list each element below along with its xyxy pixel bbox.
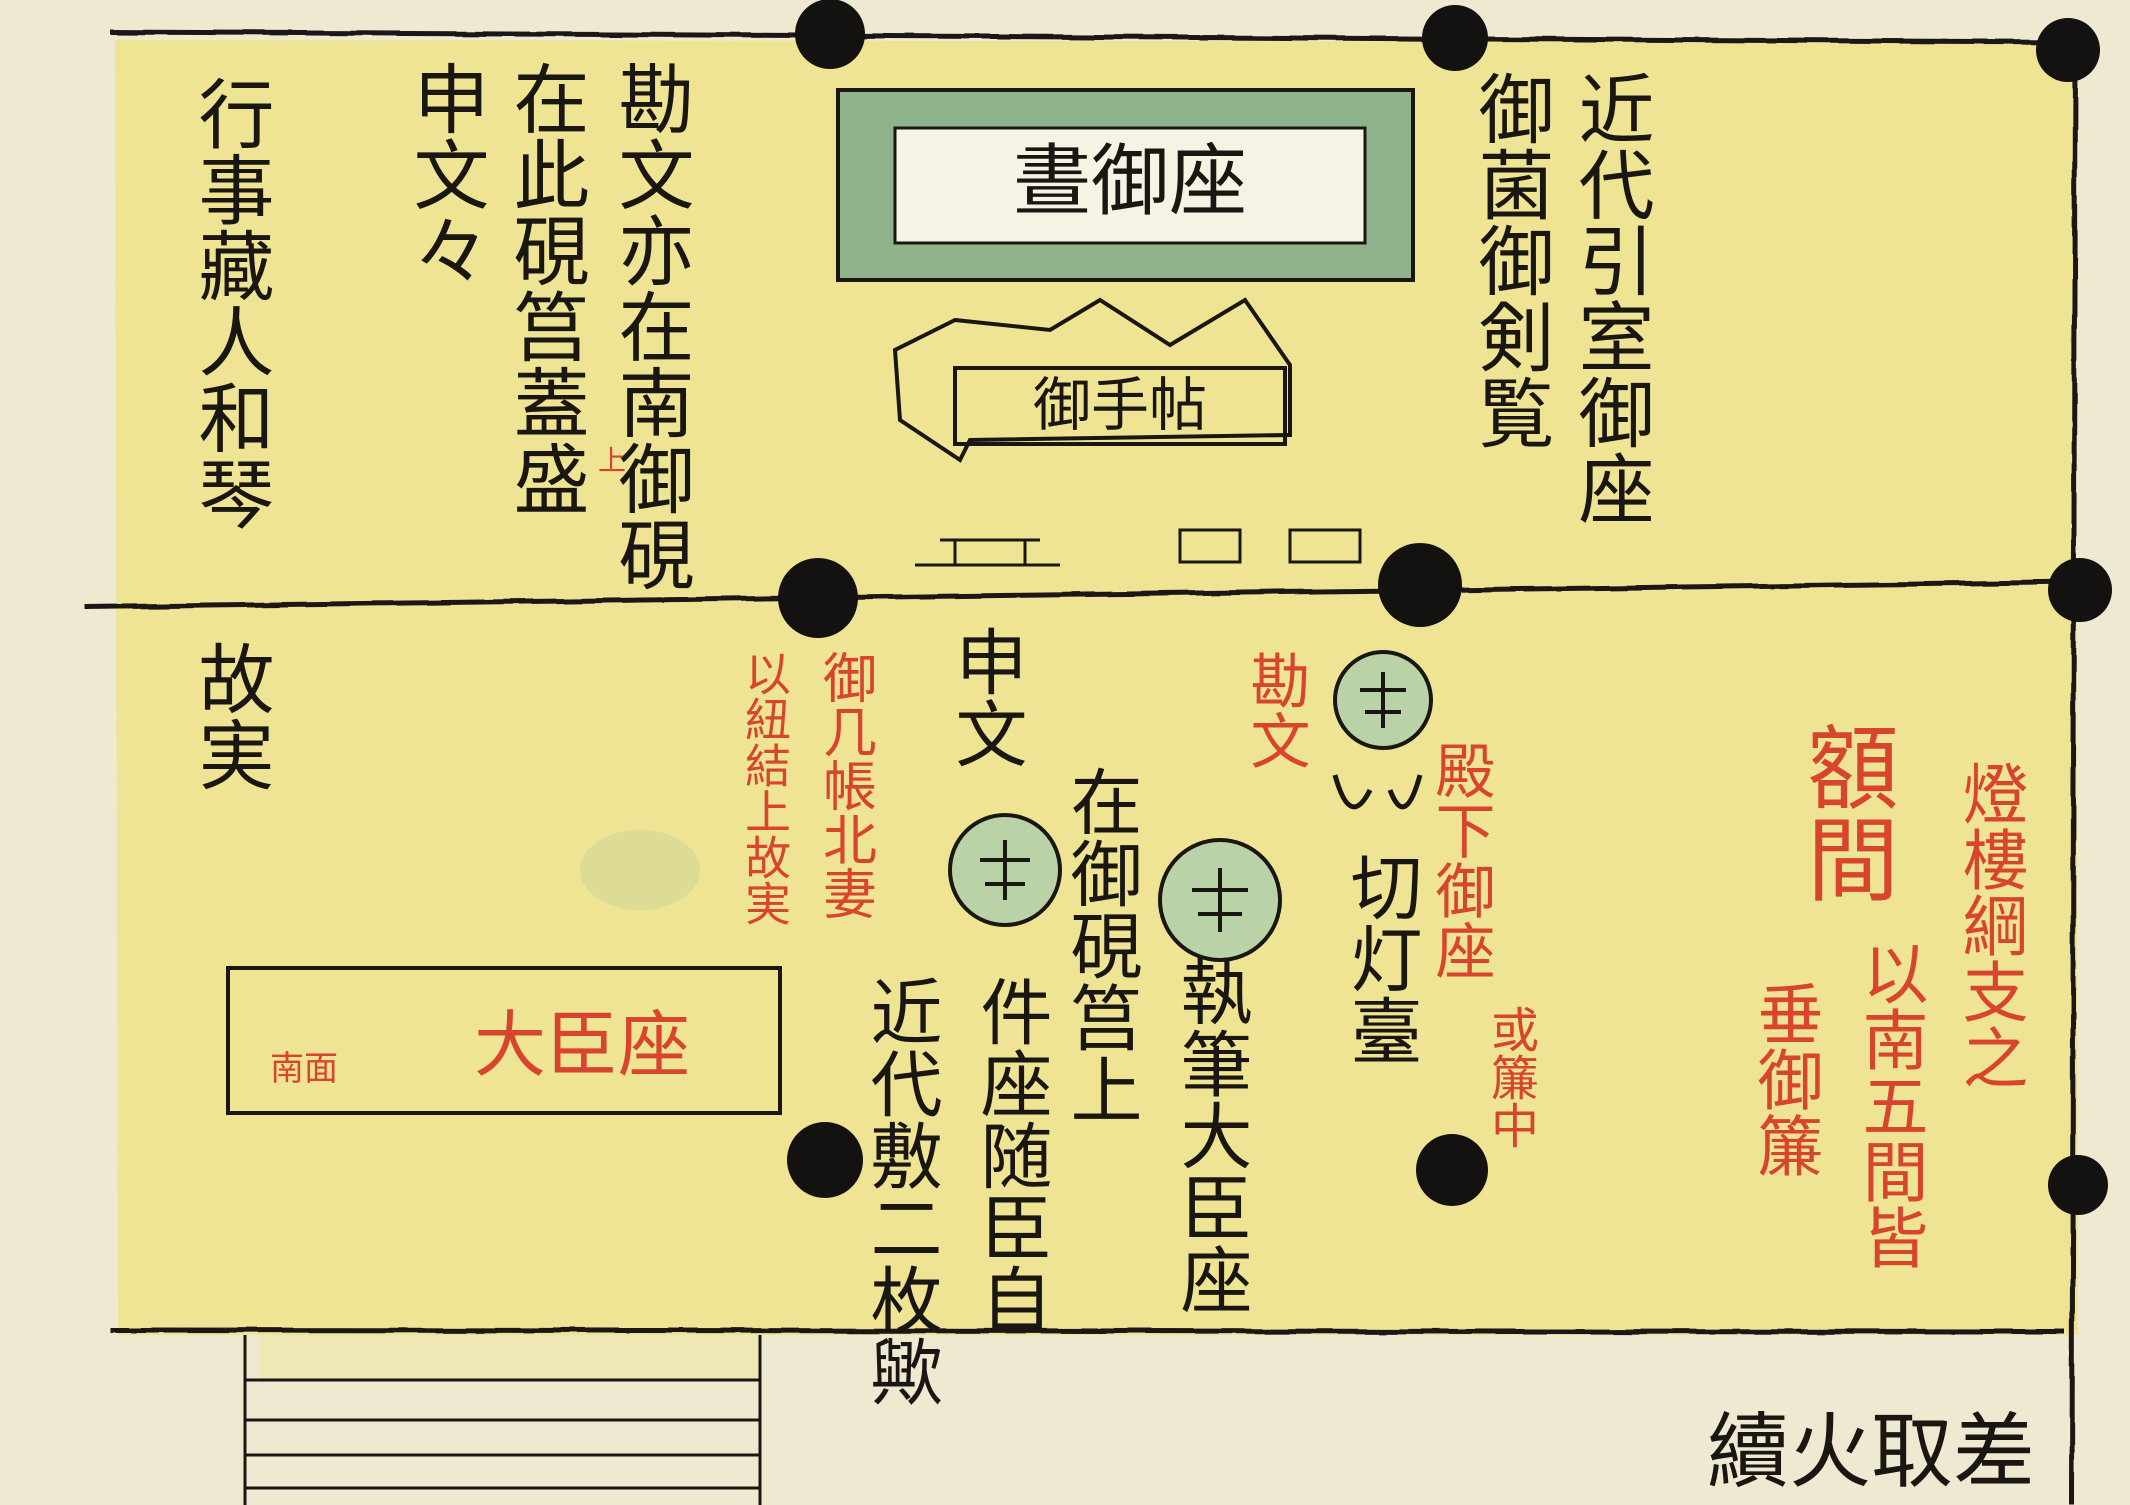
text-kindai: 近代敷二枚歟 [858, 975, 942, 1407]
right-edge-line [2069, 41, 2078, 1505]
utensil-box [1178, 528, 1242, 564]
small-utensils [915, 528, 1362, 567]
pillar-dot [1416, 1134, 1488, 1206]
minister-seat-note: 南面 [270, 1049, 338, 1089]
green-stain [580, 830, 700, 910]
text-top-right-2: 御菌御剣覧 [1466, 70, 1555, 450]
top-beam-line [109, 29, 2076, 45]
te-cho-label: 御手帖 [1033, 371, 1207, 439]
frame-lines [84, 29, 2081, 1505]
te-cho-box [892, 297, 1292, 463]
minister-seat-label: 大臣座 [474, 1003, 690, 1087]
bottom-beam-line [109, 1327, 2066, 1335]
text-red-gocho-1: 御几帳北妻 [814, 650, 877, 920]
round-cushion-icon [1333, 650, 1433, 750]
pillar-dot [2036, 18, 2100, 82]
text-zai-suzuri: 在御硯筥上 [1058, 765, 1142, 1125]
text-red-gocho-2: 以紐結上故実 [738, 650, 792, 926]
text-kirito: 切灯臺 [1338, 850, 1422, 1066]
yellow-wash-area [115, 40, 2078, 1335]
pillar-dot [2048, 1155, 2108, 1215]
imperial-day-seat: 晝御座 [836, 88, 1415, 282]
pillars [778, 0, 2112, 1215]
text-bottom-right: 續火取差 [1707, 1405, 2035, 1500]
text-shinbun: 申文 [943, 625, 1027, 769]
upper-notes: 行事藏人和琴 故実 勘文亦在南御硯 在此硯筥蓋盛 申文々 近代引室御座 御菌御剣… [186, 60, 1655, 792]
text-top-left-2: 故実 [186, 640, 275, 792]
utensil-box [1288, 528, 1362, 564]
text-red-denka: 殿下御座 [1425, 740, 1495, 980]
round-cushions [948, 650, 1433, 962]
text-top-mid-2: 在此硯筥蓋盛 [501, 60, 590, 516]
lower-notes: 申文 在御硯筥上 件座随臣自 近代敷二枚歟 執筆大臣座 切灯臺 [858, 625, 1422, 1407]
text-red-kanmon: 勘文 [1240, 650, 1310, 770]
text-red-toro-2: 以南五間皆 [1852, 940, 1929, 1270]
text-red-toro-1: 燈樓綱支之 [1952, 760, 2029, 1090]
pillar-dot [1422, 5, 1488, 71]
minister-seat-outline [226, 966, 782, 1115]
middle-beam-line [84, 579, 2081, 610]
text-top-right-1: 近代引室御座 [1566, 70, 1655, 526]
red-mark-top: 上 [598, 444, 626, 477]
red-notes: 勘文 殿下御座 或簾中 御几帳北妻 以紐結上故実 額間 燈樓綱支之 以南五間皆 … [738, 650, 2029, 1270]
pillar-dot [778, 558, 858, 638]
seat-cushion [893, 126, 1367, 245]
te-cho-inner [953, 366, 1287, 446]
text-red-toro-3: 垂御簾 [1747, 980, 1824, 1178]
text-top-mid-3: 申文々 [401, 60, 490, 288]
yellow-wash-lower [260, 1335, 760, 1380]
utensil-stand [915, 538, 1060, 567]
text-kenza: 件座随臣自 [968, 975, 1052, 1335]
text-shippitsu: 執筆大臣座 [1168, 955, 1252, 1315]
pillar-dot [795, 0, 865, 69]
text-red-aruiwa: 或簾中 [1482, 1005, 1538, 1149]
text-red-gakuma: 額間 [1792, 720, 1899, 904]
pillar-dot [2048, 558, 2112, 622]
imperial-seat-label: 晝御座 [1013, 137, 1247, 227]
stairs [243, 1335, 762, 1505]
lamp-stand-icon [1332, 774, 1423, 810]
text-top-mid-1: 勘文亦在南御硯 [606, 60, 695, 592]
round-cushion-icon [948, 813, 1062, 927]
text-top-left-1: 行事藏人和琴 [186, 75, 275, 531]
minister-seat [226, 966, 782, 1115]
pillar-dot [1378, 543, 1462, 627]
round-cushion-icon [1158, 838, 1282, 962]
pillar-dot [787, 1122, 863, 1198]
te-cho-outline [892, 297, 1292, 463]
